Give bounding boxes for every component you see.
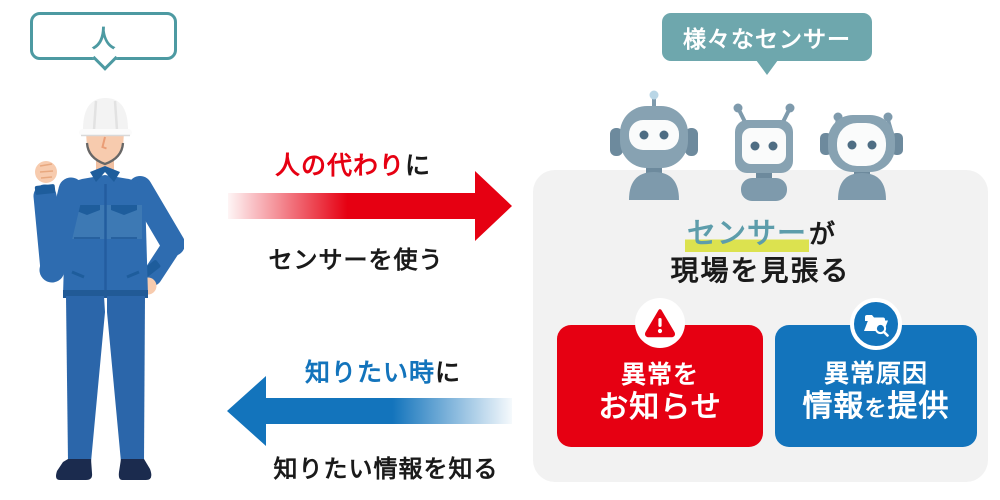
panel-headline-suffix: が (809, 219, 837, 249)
warning-icon (645, 309, 675, 338)
return-arrow-caption: 知りたい情報を知る (273, 456, 499, 483)
robot-right (820, 112, 903, 200)
worker-helmet (83, 98, 128, 133)
info-card-line2: 情報を提供 (802, 389, 949, 426)
info-card-line2-a: 情報 (802, 389, 865, 423)
info-card-badge (850, 298, 902, 350)
worker-illustration (33, 98, 184, 480)
panel-headline-emphasis: センサー (684, 218, 809, 253)
panel-headline-line1: センサーが (533, 217, 988, 253)
return-title-emphasis: 知りたい時 (304, 359, 435, 387)
robot-middle (733, 103, 795, 201)
return-title-suffix: に (435, 359, 462, 387)
replace-arrow-title: 人の代わりに (225, 146, 481, 182)
alert-card-line2: お知らせ (598, 390, 722, 424)
replace-title-suffix: に (405, 152, 432, 180)
info-card-line2-c: 提供 (887, 389, 950, 423)
worker-collar (90, 166, 120, 182)
return-arrow (227, 376, 512, 446)
sensors-bubble-tail (756, 60, 778, 75)
info-card: 異常原因 情報を提供 (775, 298, 977, 447)
info-card-line2-b: を (864, 395, 888, 421)
worker-jacket (63, 175, 148, 298)
replace-arrow-caption: センサーを使う (268, 247, 444, 274)
worker-head (79, 98, 132, 182)
robots-illustration (610, 90, 903, 201)
sensors-label: 様々なセンサー (683, 26, 851, 52)
alert-card-line1: 異常を (620, 360, 699, 389)
worker-right-arm (128, 176, 184, 295)
worker-left-arm (33, 161, 84, 283)
person-speech-bubble: 人 (30, 12, 177, 71)
sensors-speech-bubble: 様々なセンサー (662, 13, 872, 75)
panel-headline-line2: 現場を見張る (670, 255, 851, 286)
info-card-line1: 異常原因 (823, 359, 928, 388)
worker-pants (66, 296, 145, 462)
return-arrow-title: 知りたい時に (258, 353, 508, 389)
alert-card-badge (635, 298, 685, 348)
panel-headline: センサーが 現場を見張る (533, 217, 988, 288)
robot-left (610, 90, 698, 200)
folder-search-icon (864, 315, 889, 337)
replace-arrow (228, 171, 512, 241)
worker-shoes (56, 459, 152, 480)
replace-title-emphasis: 人の代わり (274, 152, 405, 180)
alert-card: 異常を お知らせ (557, 298, 763, 447)
